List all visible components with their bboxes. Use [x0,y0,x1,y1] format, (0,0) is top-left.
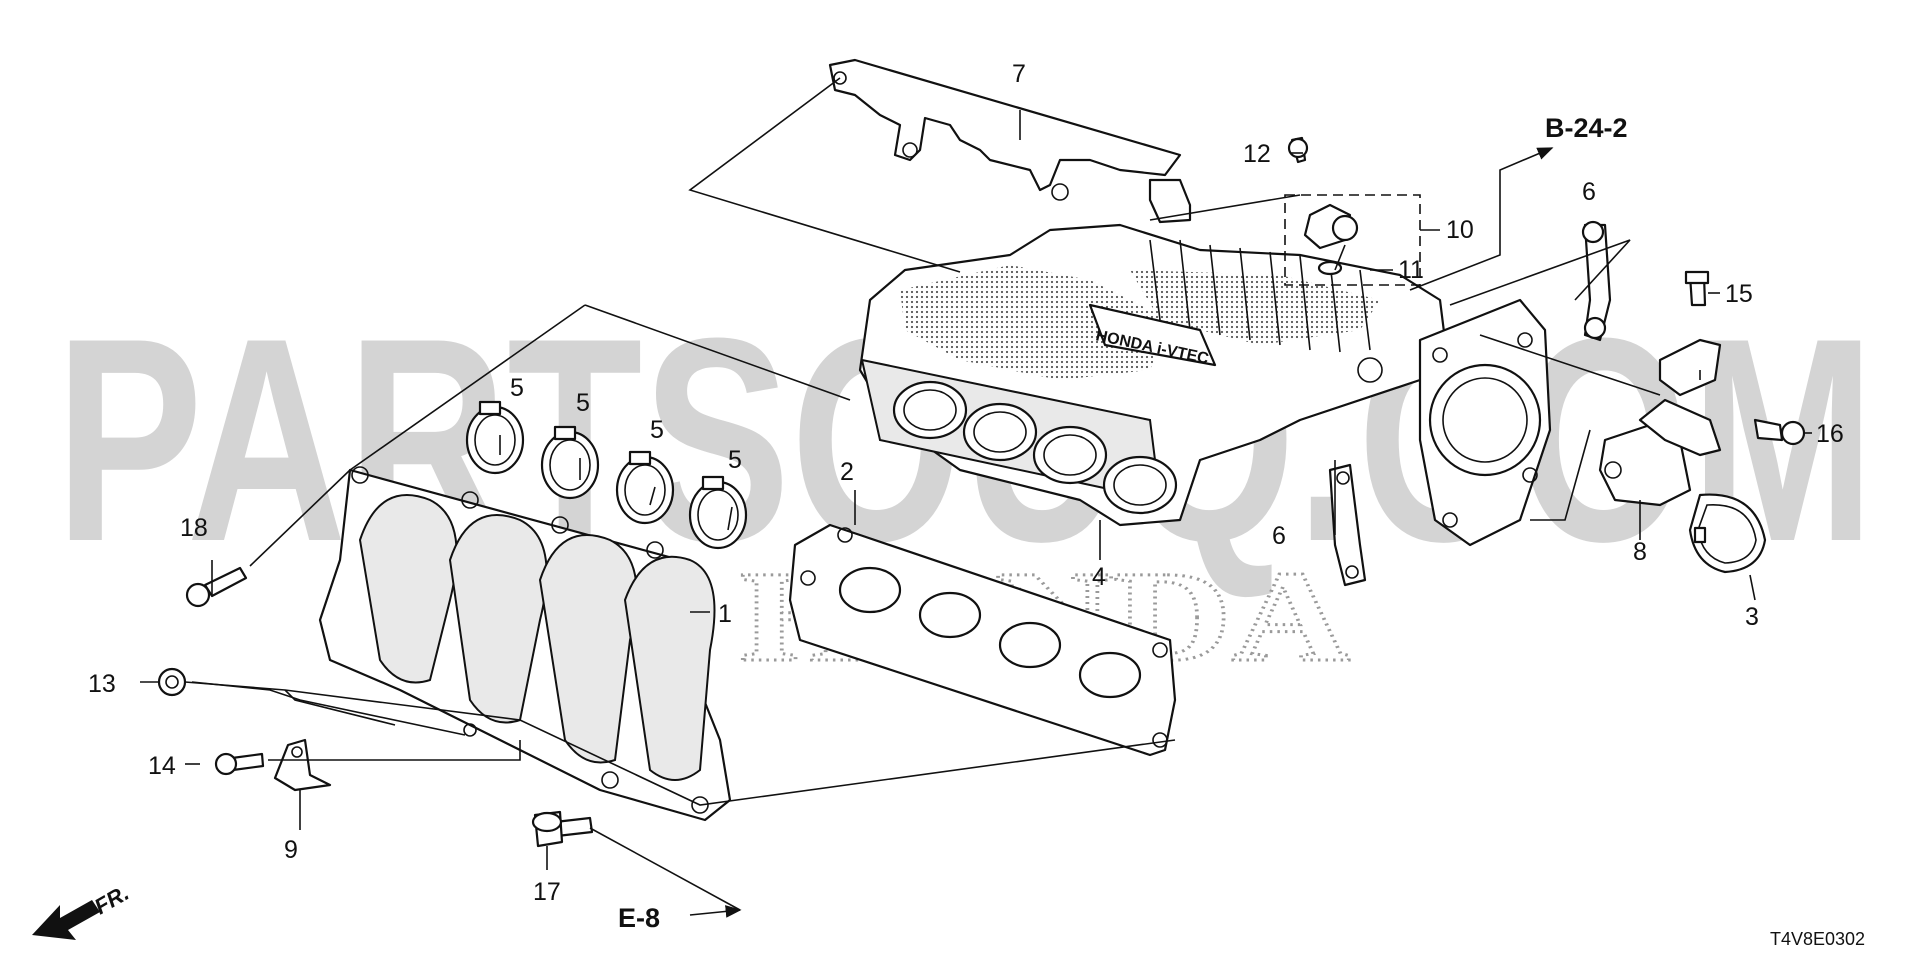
bolt-15 [1684,270,1710,307]
harness-stay-part [828,58,1192,224]
reference-e-8[interactable]: E-8 [618,903,660,933]
leader-lines [140,77,1812,918]
callout-13: 13 [88,670,116,698]
port-gasket-3 [615,450,675,525]
callout-4: 4 [1092,563,1106,591]
callout-9: 9 [284,836,298,864]
callout-10: 10 [1446,216,1474,244]
callout-5b: 5 [576,389,590,417]
callout-5d: 5 [728,446,742,474]
callout-1: 1 [718,600,732,628]
clamp-9-part [273,738,332,792]
callout-3: 3 [1745,603,1759,631]
manifold-gasket-part [788,523,1177,757]
bolt-18 [185,566,248,608]
callout-16: 16 [1816,420,1844,448]
callout-8: 8 [1633,538,1647,566]
callout-18: 18 [180,514,208,542]
port-gasket-2 [540,425,600,500]
bolt-16 [1753,418,1806,446]
port-gasket-4 [688,475,748,550]
callout-5a: 5 [510,374,524,402]
bolt-14 [214,752,265,776]
intake-manifold-part: HONDA i-VTEC [858,223,1447,527]
callout-7: 7 [1012,60,1026,88]
callout-6b: 6 [1272,522,1286,550]
map-sensor-part [1284,136,1421,286]
nut-13 [157,667,187,697]
callout-15: 15 [1725,280,1753,308]
bolt-17 [531,810,594,848]
throttle-flange [1418,298,1552,547]
lower-manifold-part [318,466,732,822]
port-gasket-1 [465,400,525,475]
reference-b-24-2[interactable]: B-24-2 [1545,113,1628,143]
callout-14: 14 [148,752,176,780]
front-arrow [32,900,100,940]
callout-17: 17 [533,878,561,906]
callout-6a: 6 [1582,178,1596,206]
callout-12: 12 [1243,140,1271,168]
throttle-gasket-part [1688,493,1767,574]
callout-5c: 5 [650,416,664,444]
callout-2: 2 [840,458,854,486]
diagram-code: T4V8E0302 [1770,929,1865,949]
callout-11: 11 [1398,256,1424,284]
stay-lower-part [1328,463,1367,587]
bracket-8-part [1598,338,1722,507]
